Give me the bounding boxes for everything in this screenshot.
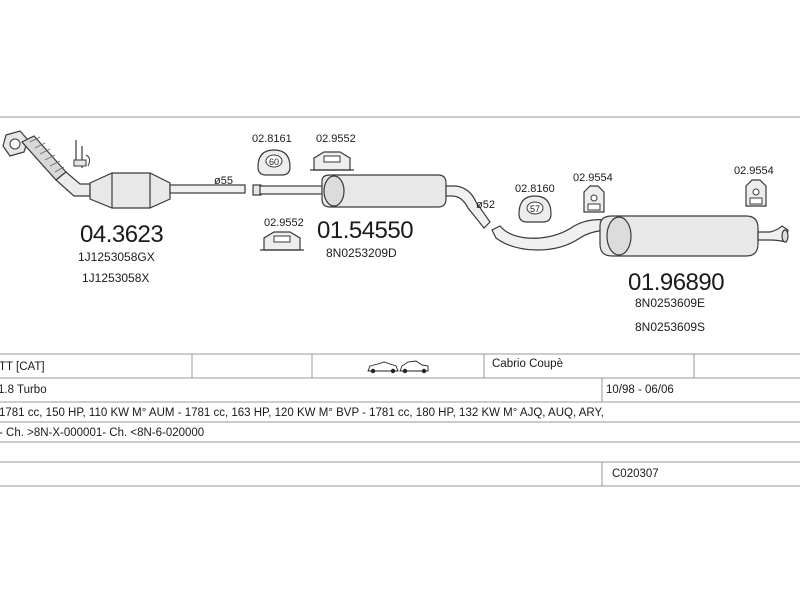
catalogue-code-cell: C020307 [612,468,659,480]
lambda-sensor-icon [73,140,91,168]
rear-silencer-oem-code-1: 8N0253609E [635,296,705,310]
years-cell: 10/98 - 06/06 [606,384,674,396]
hanger-ring-icon: 57 [518,195,552,223]
bracket-mount-icon [583,185,605,213]
body-type-cell: Cabrio Coupè [492,358,563,370]
chassis-range-cell: - Ch. >8N-X-000001- Ch. <8N-6-020000 [0,427,204,439]
middle-silencer-oem-code: 8N0253209D [326,246,397,260]
front-pipe-part-number: 04.3623 [80,221,163,248]
rubber-mount-icon [260,231,304,251]
svg-text:60: 60 [269,157,279,167]
rubber-mount-icon [310,151,354,171]
model-cell: TT [CAT] [0,361,45,373]
car-body-icon [367,360,429,374]
front-pipe-oem-code-2: 1J1253058X [82,271,149,285]
engine-cell: 1.8 Turbo [0,384,47,396]
hanger-6-number: 02.9554 [734,165,774,177]
front-pipe-catalyst [2,130,246,209]
hanger-1-number: 02.8161 [252,133,292,145]
front-pipe-oem-code-1: 1J1253058GX [78,250,155,264]
middle-silencer [252,174,491,229]
rear-silencer-oem-code-2: 8N0253609S [635,320,705,334]
hanger-ring-icon: 60 [257,149,291,176]
rear-silencer-part-number: 01.96890 [628,269,724,296]
hanger-4-number: 02.8160 [515,183,555,195]
diameter-55-label: ø55 [214,175,233,187]
diameter-52-label: ø52 [476,199,495,211]
engine-specs-cell: 1781 cc, 150 HP, 110 KW M° AUM - 1781 cc… [0,407,604,419]
hanger-5-number: 02.9554 [573,172,613,184]
rear-silencer [491,215,789,257]
middle-silencer-part-number: 01.54550 [317,217,413,244]
hanger-3-number: 02.9552 [264,217,304,229]
hanger-2-number: 02.9552 [316,133,356,145]
bracket-mount-icon [745,179,767,207]
vehicle-table [0,353,800,487]
svg-text:57: 57 [530,204,540,214]
